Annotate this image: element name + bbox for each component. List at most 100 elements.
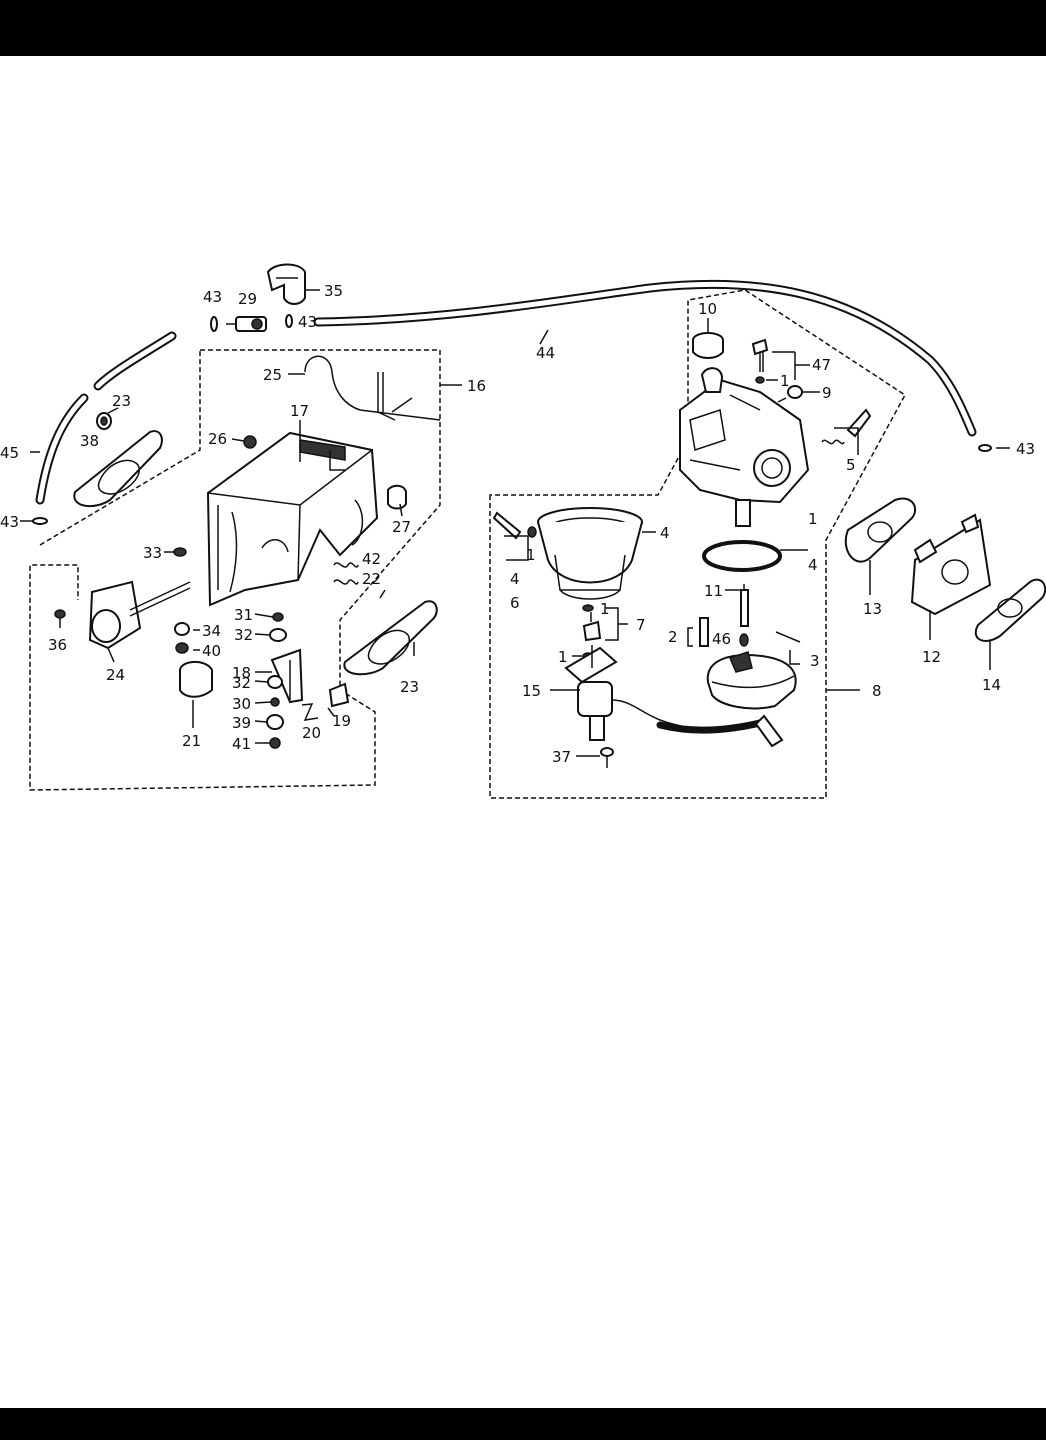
label-11: 11 [704, 582, 723, 600]
label-25: 25 [263, 366, 282, 384]
assembly-8-outline [489, 289, 906, 799]
label-4-a: 4 [660, 524, 670, 542]
label-31: 31 [234, 606, 253, 624]
nut-41 [269, 737, 281, 749]
washer-32-lower [267, 675, 283, 689]
label-41: 41 [232, 735, 251, 753]
label-29: 29 [238, 290, 257, 308]
o-ring-1-a [755, 376, 765, 384]
label-37: 37 [552, 748, 571, 766]
fuel-cut-solenoid-15 [564, 645, 784, 748]
label-38: 38 [80, 432, 99, 450]
label-43-b: 43 [298, 313, 317, 331]
label-43-d: 43 [1016, 440, 1035, 458]
label-46: 46 [712, 630, 731, 648]
air-cleaner-case-17 [206, 431, 379, 607]
label-26: 26 [208, 430, 227, 448]
hose-clip-43-b [285, 314, 293, 328]
label-20: 20 [302, 724, 321, 742]
carburetor-body [679, 367, 810, 527]
label-12: 12 [922, 648, 941, 666]
label-45: 45 [0, 444, 19, 462]
pilot-jet-2 [687, 617, 709, 647]
fuel-valve-24 [88, 580, 191, 650]
gasket-13 [844, 497, 917, 563]
label-10: 10 [698, 300, 717, 318]
label-16: 16 [467, 377, 486, 395]
label-1-a: 1 [780, 372, 790, 390]
label-33: 33 [143, 544, 162, 562]
fuel-hose-44 [313, 279, 977, 437]
screw-5 [821, 408, 872, 455]
label-32-b: 32 [232, 674, 251, 692]
label-23-b: 23 [400, 678, 419, 696]
washer-39 [266, 714, 284, 730]
fitting-29 [226, 316, 267, 332]
drain-screw-6 [492, 511, 529, 561]
screw-36 [54, 609, 66, 628]
part-labels: 43 29 35 43 44 25 16 17 23 38 26 45 43 2… [0, 282, 1035, 766]
label-43-a: 43 [203, 288, 222, 306]
washer-30 [270, 697, 280, 707]
clip-35 [266, 263, 306, 305]
assembly-16-outline [29, 349, 462, 791]
label-39: 39 [232, 714, 251, 732]
grommet-27 [387, 484, 407, 510]
label-24: 24 [106, 666, 125, 684]
gasket-23-lower [343, 600, 438, 676]
hose-clip-43-c [32, 517, 48, 525]
drain-screw-7 [582, 607, 628, 642]
wire-spring-25 [304, 355, 441, 421]
gasket-23-upper [73, 430, 163, 508]
label-8: 8 [872, 682, 882, 700]
clip-19 [328, 682, 350, 708]
float-bowl-4 [537, 507, 643, 600]
label-30: 30 [232, 695, 251, 713]
leader-lines [20, 289, 1010, 757]
cap-10 [692, 332, 724, 359]
label-14: 14 [982, 676, 1001, 694]
rod-20 [301, 703, 319, 721]
grommet-38 [96, 412, 112, 430]
nut-26 [243, 435, 257, 449]
label-7: 7 [636, 616, 646, 634]
label-1-e: 1 [558, 648, 568, 666]
spring-42 [333, 562, 359, 568]
label-32-a: 32 [234, 626, 253, 644]
o-ring-1-d [582, 604, 594, 612]
spring-22 [333, 579, 359, 585]
label-1-c: 1 [808, 510, 818, 528]
label-21: 21 [182, 732, 201, 750]
label-9: 9 [822, 384, 832, 402]
o-ring-1-b [527, 526, 537, 538]
nut-40 [175, 642, 189, 654]
label-22: 22 [362, 570, 381, 588]
washer-31 [272, 612, 284, 622]
jet-46 [739, 633, 749, 647]
insulator-12 [910, 513, 992, 616]
washer-32-upper [269, 628, 287, 642]
label-15: 15 [522, 682, 541, 700]
jet-holder-11 [740, 584, 749, 627]
label-34: 34 [202, 622, 221, 640]
label-43-c: 43 [0, 513, 19, 531]
label-3: 3 [810, 652, 820, 670]
label-13: 13 [863, 600, 882, 618]
bottom-black-bar [0, 1408, 1046, 1440]
screw-37 [600, 747, 614, 768]
screw-47 [751, 338, 810, 380]
label-17: 17 [290, 402, 309, 420]
breather-hose-45 [35, 331, 177, 505]
label-2: 2 [668, 628, 678, 646]
knob-21 [179, 661, 213, 698]
label-5: 5 [846, 456, 856, 474]
label-1-d: 1 [600, 600, 610, 618]
label-23-a: 23 [112, 392, 131, 410]
float-3 [706, 631, 801, 710]
hose-clip-43-d [978, 444, 992, 452]
label-35: 35 [324, 282, 343, 300]
screw-33 [173, 547, 187, 557]
gasket-14 [974, 578, 1046, 642]
label-44: 44 [536, 344, 555, 362]
